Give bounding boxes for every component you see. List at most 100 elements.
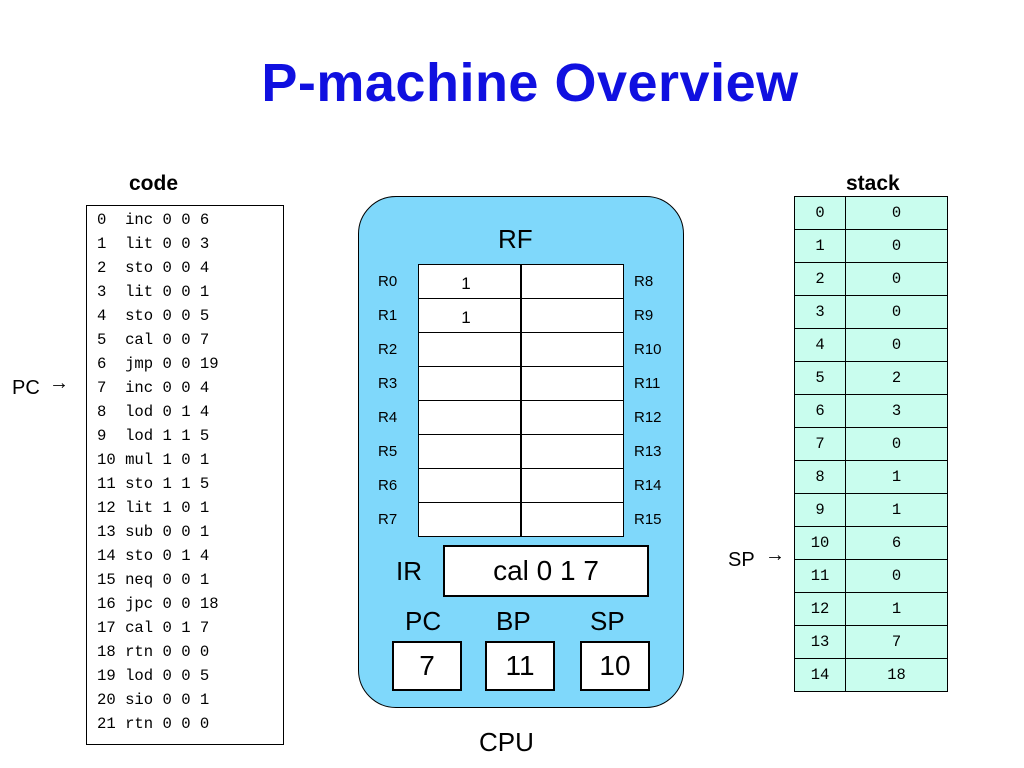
register-cell xyxy=(521,434,624,469)
ir-value: cal 0 1 7 xyxy=(493,555,599,586)
register-file-label: RF xyxy=(498,224,533,254)
code-line: 3 lit 0 0 1 xyxy=(97,283,210,301)
code-line: 21 rtn 0 0 0 xyxy=(97,715,210,733)
pc-arrow-icon: → xyxy=(49,372,69,394)
register-name: R7 xyxy=(378,511,398,528)
register-name: R15 xyxy=(634,511,662,528)
register-value: 1 xyxy=(461,308,471,327)
stack-value: 1 xyxy=(845,460,948,494)
stack-value: 6 xyxy=(845,526,948,560)
stack-index: 1 xyxy=(794,229,846,263)
stack-value: 0 xyxy=(845,295,948,329)
code-line: 18 rtn 0 0 0 xyxy=(97,643,210,661)
register-name: R14 xyxy=(634,477,662,494)
register-name: R5 xyxy=(378,443,398,460)
register-name: R2 xyxy=(378,341,398,358)
register-cell xyxy=(418,366,521,401)
bp-label: BP xyxy=(496,606,531,636)
stack-value: 1 xyxy=(845,592,948,626)
sp-value: 10 xyxy=(599,650,631,681)
pc-pointer-label: PC xyxy=(12,377,40,399)
stack-value: 0 xyxy=(845,196,948,230)
register-cell xyxy=(418,502,521,537)
stack-index: 14 xyxy=(794,658,846,692)
register-name: R6 xyxy=(378,477,398,494)
code-line: 17 cal 0 1 7 xyxy=(97,619,210,637)
code-line: 9 lod 1 1 5 xyxy=(97,427,210,445)
stack-value: 0 xyxy=(845,262,948,296)
register-name: R4 xyxy=(378,409,398,426)
code-line: 7 inc 0 0 4 xyxy=(97,379,210,397)
stack-value: 0 xyxy=(845,328,948,362)
code-line: 4 sto 0 0 5 xyxy=(97,307,210,325)
cpu-label: CPU xyxy=(479,727,534,757)
register-name: R12 xyxy=(634,409,662,426)
register-name: R9 xyxy=(634,307,654,324)
code-line: 20 sio 0 0 1 xyxy=(97,691,210,709)
stack-index: 4 xyxy=(794,328,846,362)
register-cell xyxy=(521,468,624,503)
code-line: 13 sub 0 0 1 xyxy=(97,523,210,541)
register-cell xyxy=(418,434,521,469)
code-line: 1 lit 0 0 3 xyxy=(97,235,210,253)
sp-register: 10 xyxy=(580,641,650,691)
stack-value: 0 xyxy=(845,229,948,263)
sp-pointer-label: SP xyxy=(728,549,755,571)
stack-value: 1 xyxy=(845,493,948,527)
code-line: 6 jmp 0 0 19 xyxy=(97,355,219,373)
register-cell xyxy=(521,366,624,401)
register-cell xyxy=(521,264,624,299)
sp-label: SP xyxy=(590,606,625,636)
code-heading: code xyxy=(129,172,179,195)
pc-value: 7 xyxy=(419,650,435,681)
stack-index: 13 xyxy=(794,625,846,659)
code-line: 12 lit 1 0 1 xyxy=(97,499,210,517)
register-cell xyxy=(418,468,521,503)
register-value: 1 xyxy=(461,274,471,293)
code-line: 16 jpc 0 0 18 xyxy=(97,595,219,613)
bp-value: 11 xyxy=(505,650,535,681)
sp-arrow-icon: → xyxy=(765,544,785,566)
register-name: R3 xyxy=(378,375,398,392)
pc-label: PC xyxy=(405,606,442,636)
stack-value: 0 xyxy=(845,559,948,593)
register-cell xyxy=(521,332,624,367)
pc-register: 7 xyxy=(392,641,462,691)
stack-index: 7 xyxy=(794,427,846,461)
bp-register: 11 xyxy=(485,641,555,691)
code-line: 14 sto 0 1 4 xyxy=(97,547,210,565)
stack-index: 0 xyxy=(794,196,846,230)
code-line: 10 mul 1 0 1 xyxy=(97,451,210,469)
register-name: R0 xyxy=(378,273,398,290)
stack-value: 7 xyxy=(845,625,948,659)
stack-index: 8 xyxy=(794,460,846,494)
stack-index: 12 xyxy=(794,592,846,626)
register-name: R11 xyxy=(634,375,661,392)
register-cell: 1 xyxy=(418,264,521,299)
register-cell: 1 xyxy=(418,298,521,333)
stack-index: 10 xyxy=(794,526,846,560)
register-name: R1 xyxy=(378,307,398,324)
ir-register: cal 0 1 7 xyxy=(443,545,649,597)
code-line: 5 cal 0 0 7 xyxy=(97,331,210,349)
code-line: 19 lod 0 0 5 xyxy=(97,667,210,685)
stack-index: 5 xyxy=(794,361,846,395)
stack-index: 2 xyxy=(794,262,846,296)
stack-value: 2 xyxy=(845,361,948,395)
register-name: R13 xyxy=(634,443,662,460)
register-cell xyxy=(521,400,624,435)
